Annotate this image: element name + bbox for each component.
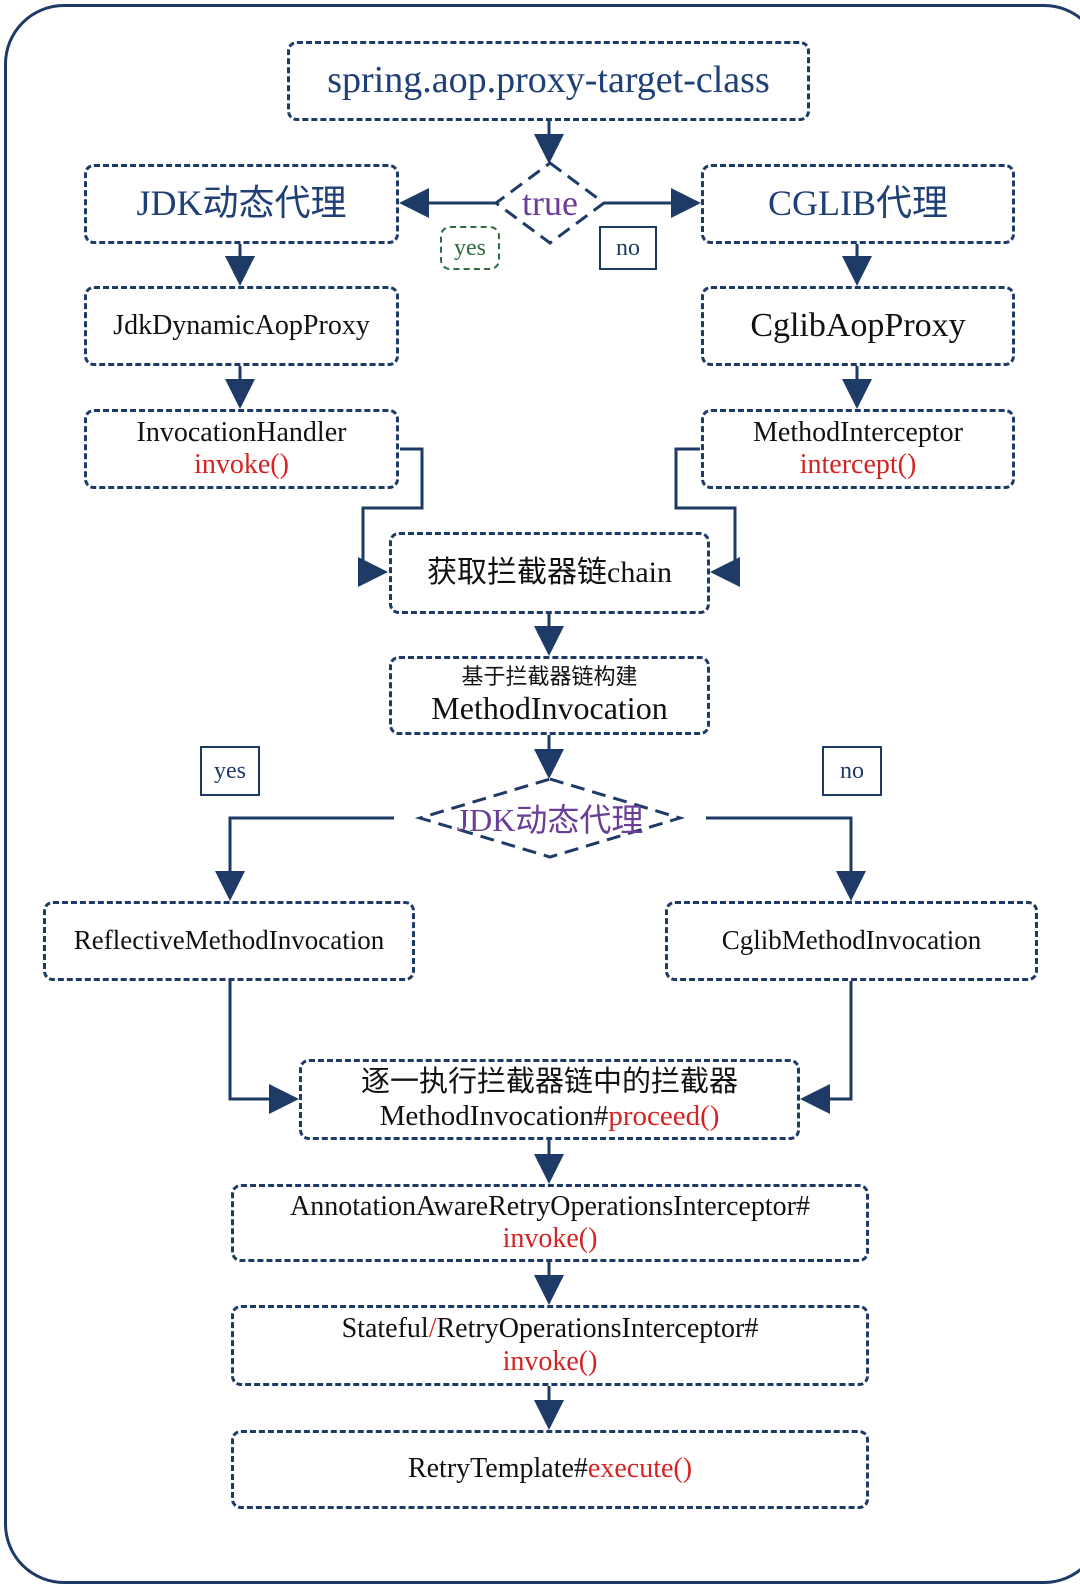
arrow-cglibinvocation-to-proceed — [800, 981, 853, 1114]
decision1-yes-text: yes — [454, 234, 486, 261]
retry-template-prefix: RetryTemplate# — [407, 1453, 588, 1485]
cglib-proxy-label: CGLIB代理 — [767, 183, 948, 224]
proceed-method: proceed() — [608, 1099, 720, 1132]
build-line1: 基于拦截器链构建 — [461, 664, 638, 690]
annotation-interceptor-node: AnnotationAwareRetryOperationsIntercepto… — [231, 1184, 869, 1262]
cglib-method-invocation-label: CglibMethodInvocation — [721, 925, 982, 956]
jdk-proxy-node: JDK动态代理 — [84, 164, 399, 244]
decision1-label: true — [496, 183, 604, 223]
proceed-node: 逐一执行拦截器链中的拦截器 MethodInvocation#proceed() — [299, 1059, 800, 1140]
cglib-aop-proxy-label: CglibAopProxy — [750, 307, 966, 345]
decision2-label: JDK动态代理 — [420, 798, 680, 838]
build-method-invocation-node: 基于拦截器链构建 MethodInvocation — [389, 656, 710, 735]
retry-template-node: RetryTemplate#execute() — [231, 1430, 869, 1509]
annotation-interceptor-label: AnnotationAwareRetryOperationsIntercepto… — [290, 1190, 810, 1222]
proceed-line1: 逐一执行拦截器链中的拦截器 — [360, 1066, 738, 1099]
annotation-interceptor-method: invoke() — [502, 1223, 598, 1254]
invocation-handler-node: InvocationHandler invoke() — [84, 409, 399, 489]
invocation-handler-label: InvocationHandler — [136, 416, 347, 448]
decision1-yes-tag: yes — [440, 226, 500, 270]
decision1-no-tag: no — [599, 226, 657, 270]
arrow-decision2-to-reflective — [215, 816, 394, 901]
connector-layer — [215, 121, 872, 1430]
jdk-dynamic-aop-proxy-label: JdkDynamicAopProxy — [113, 309, 370, 341]
retry-interceptor-slash: / — [428, 1313, 437, 1345]
method-interceptor-node: MethodInterceptor intercept() — [701, 409, 1015, 489]
proceed-line2: MethodInvocation#proceed() — [380, 1100, 720, 1133]
decision2-no-text: no — [840, 757, 864, 784]
cglib-aop-proxy-node: CglibAopProxy — [701, 286, 1015, 366]
jdk-dynamic-aop-proxy-node: JdkDynamicAopProxy — [84, 286, 399, 366]
jdk-proxy-label: JDK动态代理 — [136, 183, 347, 224]
retry-interceptor-node: Stateful/RetryOperationsInterceptor# inv… — [231, 1305, 869, 1386]
retry-template-method: execute() — [587, 1453, 693, 1485]
retry-interceptor-prefix: Stateful — [341, 1313, 429, 1345]
build-line2: MethodInvocation — [431, 689, 668, 726]
proxy-target-class-label: spring.aop.proxy-target-class — [327, 59, 770, 102]
arrow-decision2-to-cglibinvocation — [706, 816, 866, 901]
method-interceptor-label: MethodInterceptor — [753, 416, 963, 448]
get-chain-label: 获取拦截器链chain — [427, 555, 672, 589]
decision2-no-tag: no — [822, 746, 882, 796]
retry-template-line: RetryTemplate#execute() — [408, 1453, 692, 1485]
proxy-target-class-node: spring.aop.proxy-target-class — [287, 41, 810, 121]
reflective-method-invocation-node: ReflectiveMethodInvocation — [43, 901, 415, 981]
method-interceptor-method: intercept() — [799, 449, 917, 480]
reflective-method-invocation-label: ReflectiveMethodInvocation — [73, 925, 385, 956]
get-chain-node: 获取拦截器链chain — [389, 532, 710, 614]
retry-interceptor-suffix: RetryOperationsInterceptor# — [436, 1313, 759, 1345]
decision1-no-text: no — [616, 234, 640, 261]
cglib-proxy-node: CGLIB代理 — [701, 164, 1015, 244]
decision2-yes-text: yes — [214, 757, 246, 784]
retry-interceptor-method: invoke() — [502, 1345, 598, 1377]
arrow-reflective-to-proceed — [228, 981, 299, 1114]
invocation-handler-method: invoke() — [194, 449, 289, 480]
decision2-yes-tag: yes — [200, 746, 260, 796]
decision2-diamond — [414, 777, 686, 859]
retry-interceptor-line1: Stateful/RetryOperationsInterceptor# — [342, 1313, 759, 1345]
cglib-method-invocation-node: CglibMethodInvocation — [665, 901, 1038, 981]
decision1-diamond — [493, 161, 607, 245]
decision1-text: true — [522, 183, 578, 223]
proceed-prefix: MethodInvocation# — [379, 1099, 609, 1132]
arrow-handler-to-chain — [358, 447, 424, 587]
decision2-text: JDK动态代理 — [456, 802, 644, 838]
arrow-interceptor-to-chain — [674, 447, 740, 587]
